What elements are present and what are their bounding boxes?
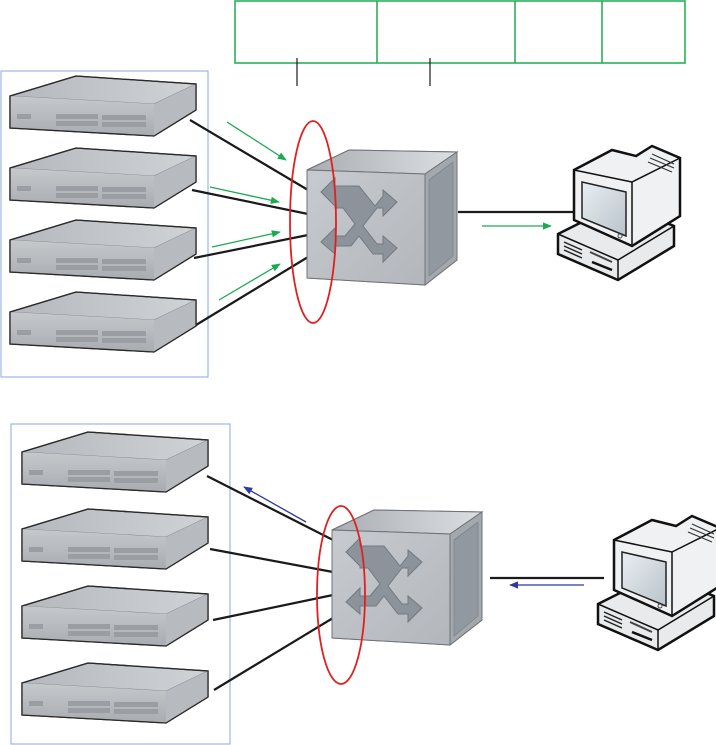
server-4 [10,292,196,352]
header-table [235,1,685,86]
cable-server-4 [196,257,308,325]
ingress-arrow-3 [212,232,280,247]
cable-server-2 [210,549,333,572]
ingress-arrow-4 [219,264,280,300]
server-3 [10,220,196,280]
cable-server-4 [214,618,333,690]
ingress-arrow-1 [227,122,286,160]
egress-arrow-to-server [244,487,306,522]
switch [332,510,482,645]
server-1 [10,76,196,136]
cable-server-1 [207,476,333,540]
server-2 [10,148,196,208]
client-pc [598,516,716,650]
header-table-frame [235,1,685,63]
cable-server-3 [213,595,333,620]
server-1 [22,432,208,492]
scenario-many-to-one [1,71,680,377]
client-pc [558,146,680,280]
switch [307,150,457,285]
scenario-one-to-many [11,424,716,744]
server-3 [22,586,208,646]
server-4 [22,663,208,723]
server-2 [22,509,208,569]
